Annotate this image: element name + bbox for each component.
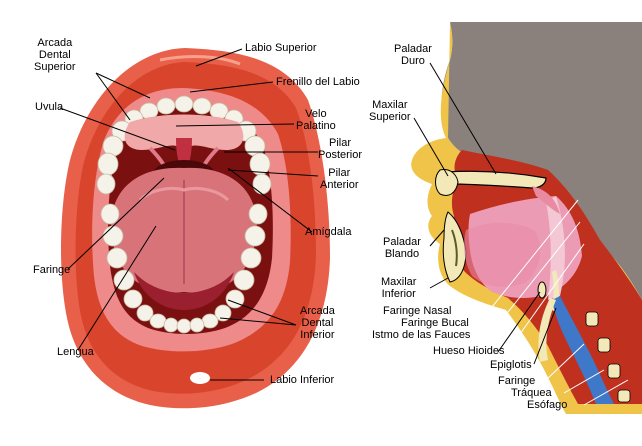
section-tongue-shape	[464, 222, 541, 287]
label-faringe-bucal: Faringe Bucal	[401, 317, 469, 329]
label-lengua: Lengua	[57, 346, 94, 358]
palate-shape	[124, 114, 244, 150]
mandible-shape	[442, 211, 467, 283]
lower-teeth	[100, 203, 268, 334]
label-traquea: Tráquea	[511, 387, 552, 399]
label-paladar-blando: Paladar Blando	[383, 236, 421, 260]
trachea-shape	[552, 296, 614, 404]
label-pilar-posterior: Pilar Posterior	[318, 137, 363, 161]
hard-palate-shape	[445, 170, 547, 189]
label-arcada-dental-inferior: Arcada Dental Inferior	[300, 305, 335, 341]
leader-lines-white	[487, 199, 629, 406]
label-maxilar-inferior: Maxilar Inferior	[381, 276, 417, 300]
label-faringe-nasal: Faringe Nasal	[383, 305, 452, 317]
label-pilar-anterior: Pilar Anterior	[320, 167, 359, 191]
label-paladar-duro: Paladar Duro	[394, 43, 432, 67]
hyoid-bone-shape	[537, 281, 547, 299]
label-faringe-right: Faringe	[498, 375, 536, 387]
label-esofago: Esófago	[527, 399, 568, 411]
open-mouth-illustration	[61, 48, 330, 409]
label-amigdala: Amígdala	[305, 226, 352, 238]
sagittal-section-illustration	[411, 22, 642, 414]
label-frenillo-del-labio: Frenillo del Labio	[276, 76, 360, 88]
label-hueso-hioides: Hueso Hioides	[433, 345, 505, 357]
label-faringe-left: Faringe	[33, 264, 71, 276]
label-uvula: Uvula	[35, 101, 64, 113]
label-epiglotis: Epiglotis	[490, 359, 532, 371]
label-istmo-de-las-fauces: Istmo de las Fauces	[372, 329, 471, 341]
leader-lines	[59, 48, 557, 381]
label-labio-superior: Labio Superior	[245, 42, 317, 54]
label-labio-inferior: Labio Inferior	[270, 374, 335, 386]
label-arcada-dental-superior: Arcada Dental Superior	[34, 37, 76, 73]
label-velo-palatino: Velo Palatino	[296, 108, 336, 132]
label-maxilar-superior: Maxilar Superior	[369, 99, 411, 123]
soft-palate-shape	[532, 186, 560, 214]
vertebrae	[585, 311, 631, 403]
lower-lip-shine	[190, 372, 210, 384]
